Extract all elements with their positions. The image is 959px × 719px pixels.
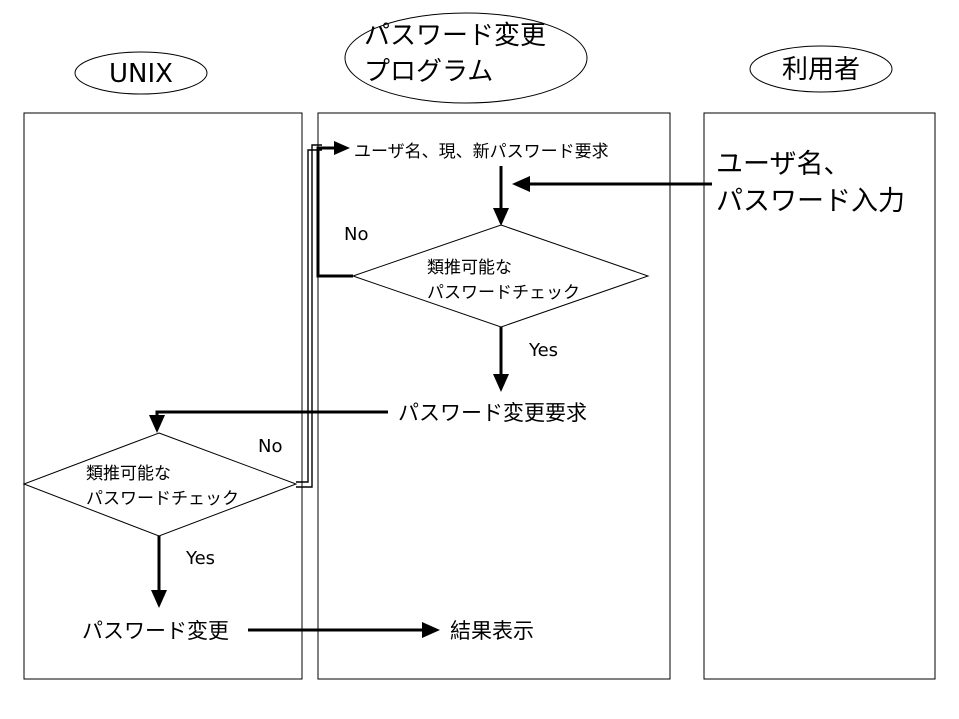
arrow-program-yes-head bbox=[493, 374, 509, 392]
program-check-line1: 類推可能な bbox=[427, 258, 512, 278]
change-request-text: パスワード変更要求 bbox=[398, 401, 587, 425]
program-lane bbox=[317, 112, 671, 680]
user-input-line1: ユーザ名、 bbox=[716, 149, 850, 180]
arrow-user-to-program-head bbox=[512, 176, 530, 192]
unix-check-diamond bbox=[22, 432, 298, 537]
unix-lane-header bbox=[74, 51, 208, 95]
program-no-loop-head bbox=[334, 141, 350, 155]
show-result-text: 結果表示 bbox=[450, 619, 534, 643]
unix-check-line2: パスワードチェック bbox=[86, 489, 239, 509]
program-yes-label: Yes bbox=[528, 340, 558, 361]
arrow-unix-yes-head bbox=[151, 590, 167, 608]
arrow-request-to-unix-head bbox=[149, 415, 165, 433]
unix-lane bbox=[23, 112, 303, 680]
arrow-change-to-result-head bbox=[422, 622, 440, 638]
program-no-loop bbox=[316, 146, 353, 278]
change-password-text: パスワード変更 bbox=[82, 619, 229, 643]
program-check-line2: パスワードチェック bbox=[427, 283, 580, 303]
unix-yes-label: Yes bbox=[185, 548, 215, 569]
program-lane-label-line1: パスワード変更 bbox=[364, 21, 546, 51]
arrow-request-to-check-head bbox=[493, 208, 509, 226]
user-lane-header bbox=[749, 45, 893, 93]
unix-no-label: No bbox=[258, 436, 282, 457]
request-credentials-text: ユーザ名、現、新パスワード要求 bbox=[354, 142, 609, 162]
unix-no-line-inner bbox=[296, 149, 322, 483]
program-lane-header bbox=[344, 12, 588, 104]
user-input-line2: パスワード入力 bbox=[716, 186, 905, 217]
arrow-request-to-unix bbox=[155, 410, 388, 418]
user-lane bbox=[703, 112, 936, 680]
user-lane-label: 利用者 bbox=[782, 55, 860, 85]
unix-check-line1: 類推可能な bbox=[86, 464, 171, 484]
unix-lane-label: UNIX bbox=[109, 59, 173, 89]
program-lane-label-line2: プログラム bbox=[364, 57, 493, 87]
unix-no-line-outer bbox=[296, 144, 322, 488]
program-no-label: No bbox=[344, 224, 368, 245]
